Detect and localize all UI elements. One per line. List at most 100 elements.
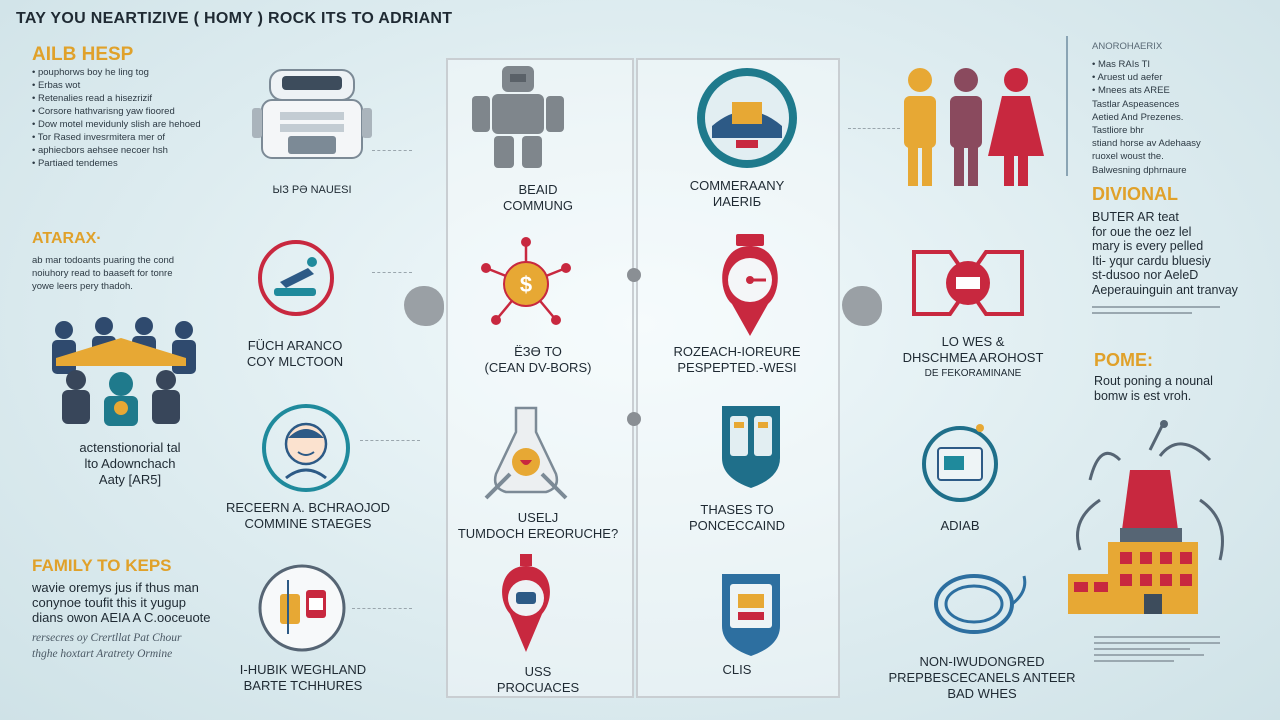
face-icon	[262, 404, 350, 492]
caption: RECEERN A. BCHRAOJOD COMMINE STAEGES	[218, 500, 398, 532]
workers-illustration	[52, 317, 196, 426]
screen-icon	[922, 424, 998, 502]
connector	[372, 150, 412, 151]
right-guide-line	[1066, 36, 1068, 176]
text-line: Iti- yqur cardu bluesiy	[1092, 253, 1211, 268]
right-text-2: Tastliore bhr stiand horse av Adehaasy r…	[1092, 124, 1201, 163]
center-caption: COMMERAANY ИAERIБ	[640, 178, 834, 210]
note-line: Aaty [AR5]	[98, 472, 162, 487]
caption-line: I-HUBIK WEGHLAND	[239, 662, 367, 677]
note-line: lto Adownchach	[84, 456, 176, 471]
bullet: Mnees ats AREE	[1092, 84, 1170, 97]
pill-emblem	[912, 250, 1024, 316]
caption: FÜCH ARANCO COY MLCTOON	[230, 338, 360, 370]
text-line: Rout poning a nounal	[1094, 374, 1213, 388]
center-caption: CLIS	[722, 662, 752, 677]
caption-line: DE FEKORAMINANE	[924, 368, 1022, 379]
node-blob	[842, 286, 882, 326]
text-line: Tastlar Aspeasences	[1092, 99, 1180, 110]
shield-icon	[722, 574, 780, 656]
machine-illustration	[252, 69, 372, 159]
connector	[352, 608, 412, 609]
section3-text: wavie oremys jus if thus man conynoe tou…	[32, 580, 211, 625]
placeholder-lines	[1094, 636, 1220, 662]
center-caption: BEAID COMMUNG	[450, 182, 626, 214]
right-caption: NON-IWUDONGRED PREPBESCECANELS ANTEER BA…	[876, 654, 1088, 702]
right-caption: LO WES & DHSCHMEA AROHOST DE FEKORAMINAN…	[896, 334, 1050, 382]
page-title: TAY YOU NEARTIZIVE ( HOMY ) ROCK ITS TO …	[16, 10, 453, 27]
center-caption: THASES TO PONCECCAIND	[640, 502, 834, 534]
section1-bullets: pouphorws boy he ling tog Erbas wot Rete…	[32, 66, 201, 170]
caption-line: COMMUNG	[502, 198, 574, 213]
caption-line: FÜCH ARANCO	[247, 338, 343, 353]
building-illustration	[1068, 420, 1224, 614]
text-line: conynoe toufit this it yugup	[32, 595, 186, 610]
bullet: pouphorws boy he ling tog	[32, 66, 201, 79]
text-line: yowe leers pery thadoh.	[32, 281, 133, 292]
text-line: dians owon AEIA A C.ooceuote	[32, 610, 211, 625]
caption-line: (CEAN DV-BORS)	[484, 360, 592, 375]
text-line: ruoxel woust the.	[1092, 151, 1164, 162]
right-text-3: Balwesning dphrnaure	[1092, 165, 1187, 176]
bullet: Corsore hathvarisng yaw fioored	[32, 105, 201, 118]
shield-icon	[722, 406, 780, 488]
connector	[360, 440, 420, 441]
caption-line: USELJ	[517, 510, 559, 525]
caption-line: THASES TO	[700, 502, 774, 517]
figure-icon	[472, 66, 564, 168]
text-line: st-dusoo nor AeleD	[1092, 268, 1199, 282]
bullet: Erbas wot	[32, 79, 201, 92]
connector	[848, 128, 900, 129]
caption-line: TUMDOCH EREORUCHE?	[457, 526, 619, 541]
bullet: Aruest ud aefer	[1092, 71, 1170, 84]
caption-line: ИAERIБ	[712, 194, 762, 209]
text-line: Aetied And Prezenes.	[1092, 112, 1184, 123]
bullet: Mas RAIs TI	[1092, 58, 1170, 71]
bullet: Tor Rased invesrmitera mer of	[32, 131, 201, 144]
center-caption: ЁЗӨ ТО (CEAN DV-BORS)	[450, 344, 626, 376]
caption-line: ROZEACH-IOREURE	[673, 344, 801, 359]
note-line: actenstionorial tal	[79, 440, 181, 455]
text-line: Aeperauinguin ant tranvay	[1092, 282, 1238, 297]
right-bullets: Mas RAIs TI Aruest ud aefer Mnees ats AR…	[1092, 58, 1170, 97]
medicine-icon	[258, 564, 346, 652]
bullet: aphiecbors aehsee necoer hsh	[32, 144, 201, 157]
section-heading-3: FAMILY TO KEPS	[32, 556, 172, 575]
text-line: stiand horse av Adehaasy	[1092, 138, 1201, 149]
section-heading-divional: DIVIONAL	[1092, 184, 1179, 204]
text-line: mary is every pelled	[1092, 239, 1204, 253]
section2-note: actenstionorial tal lto Adownchach Aaty …	[60, 440, 200, 488]
text-line: BUTER AR teat	[1092, 210, 1179, 224]
svg-text:$: $	[520, 272, 532, 297]
caption-line: RECEERN A. BCHRAOJOD	[226, 500, 390, 515]
caption-line: USS	[524, 664, 552, 679]
text-line: noiuhory read to baaseft for tonre	[32, 268, 173, 279]
caption-line: BAD WHES	[947, 686, 1017, 701]
pome-text: Rout poning a nounal bomw is est vroh.	[1094, 374, 1213, 404]
bullet: Partiaed tendemes	[32, 157, 201, 170]
care-icon	[258, 240, 334, 316]
timeline-node	[627, 268, 641, 282]
lab-flask-icon	[484, 406, 568, 500]
gauge-pin-icon	[722, 234, 778, 336]
section-heading-pome: POME:	[1094, 350, 1154, 370]
caption-line: PESPEPTED.-WESI	[677, 360, 797, 375]
caption: ЫЗ РӘ NAUESI	[272, 184, 352, 196]
connector	[372, 272, 412, 273]
section-heading-1: AILB HESP	[32, 44, 134, 65]
right-text-1: Tastlar Aspeasences Aetied And Prezenes.	[1092, 98, 1183, 124]
caption-line: PREPBESCECANELS ANTEER	[888, 670, 1076, 685]
text-line: for oue the oez lel	[1092, 224, 1192, 239]
timeline-node	[627, 412, 641, 426]
right-header: ANOROHAERIX	[1092, 41, 1163, 52]
caption-line: PROCUACES	[496, 680, 580, 695]
dollar-network-icon: $	[481, 237, 571, 325]
divional-text: BUTER AR teat for oue the oez lel mary i…	[1092, 210, 1238, 297]
seal-emblem	[697, 68, 797, 168]
center-caption: USS PROCUACES	[450, 664, 626, 696]
caption-line: BEAID	[518, 182, 558, 197]
cable-coil-icon	[934, 574, 1027, 634]
node-blob	[404, 286, 444, 326]
location-pin-icon	[502, 554, 550, 652]
text-line: ab mar todoants puaring the cond	[32, 255, 175, 266]
